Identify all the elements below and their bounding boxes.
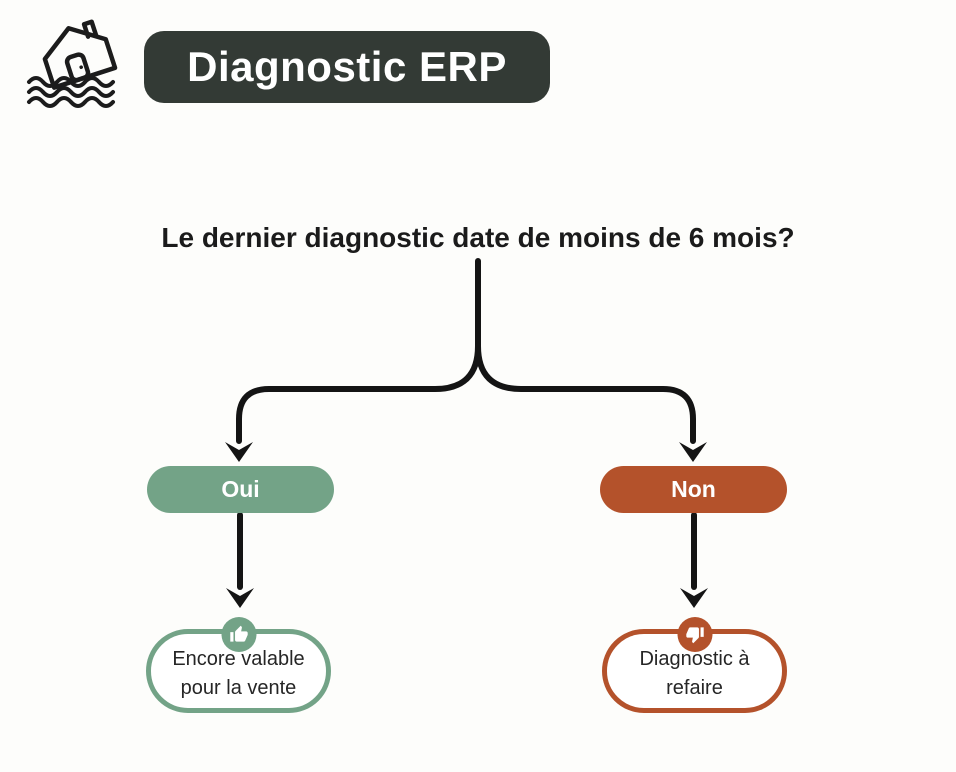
yes-pill: Oui — [147, 466, 334, 513]
yes-badge-circle — [221, 617, 256, 652]
yes-arrowhead — [226, 588, 254, 608]
no-pill-label: Non — [671, 476, 716, 502]
flooded-house-icon — [27, 19, 118, 108]
yes-result-box: Encore valable pour la vente — [146, 617, 331, 713]
branch-right-arrowhead — [679, 442, 707, 462]
no-pill: Non — [600, 466, 787, 513]
question-text: Le dernier diagnostic date de moins de 6… — [161, 222, 795, 253]
branch-left-arrowhead — [225, 442, 253, 462]
branch-left-line — [236, 343, 481, 444]
thumbs-up-icon — [229, 625, 248, 642]
title-badge: Diagnostic ERP — [144, 31, 550, 103]
no-result-box: Diagnostic à refaire — [602, 617, 787, 713]
yes-result-text: Encore valable pour la vente — [172, 647, 305, 699]
no-result-text: Diagnostic à refaire — [639, 647, 750, 699]
no-arrowhead — [680, 588, 708, 608]
page-title: Diagnostic ERP — [187, 43, 507, 90]
yes-pill-label: Oui — [221, 476, 260, 502]
no-badge-circle — [677, 617, 712, 652]
thumbs-down-icon — [685, 627, 704, 644]
branch-right-line — [475, 343, 696, 444]
